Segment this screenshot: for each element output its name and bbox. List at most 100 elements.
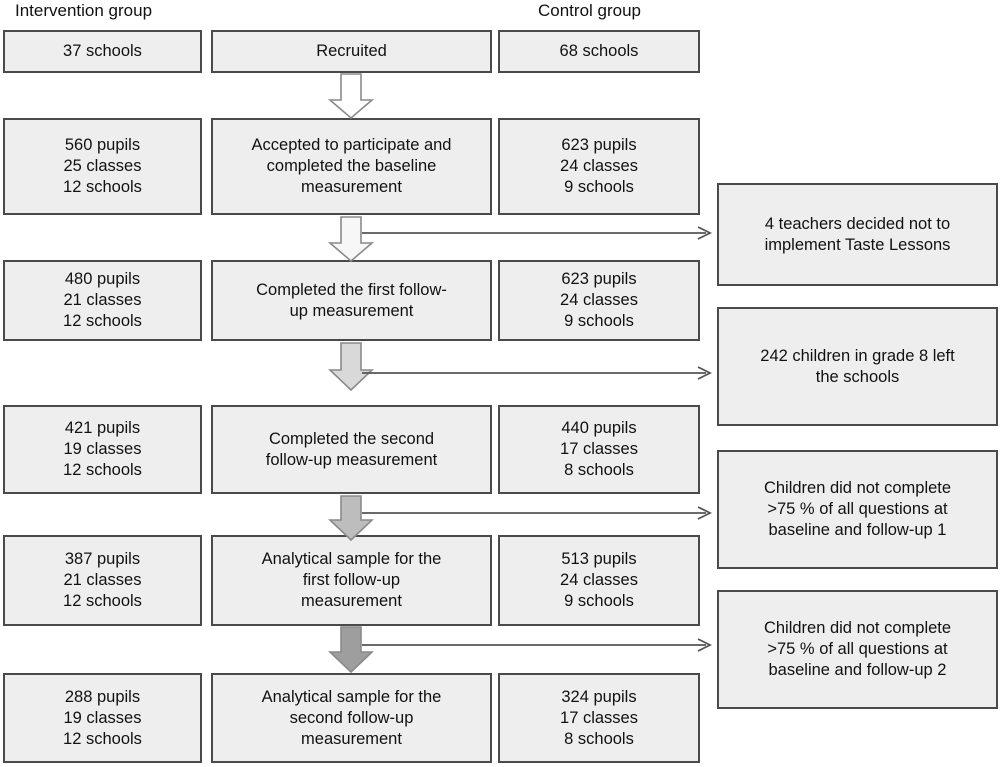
text-line: 4 teachers decided not to: [764, 214, 951, 233]
text-line: 12 schools: [63, 178, 142, 196]
text-line: 24 classes: [560, 157, 638, 175]
down-arrow-icon-4: [328, 495, 374, 542]
text-line: baseline and follow-up 1: [768, 521, 947, 539]
note-box-exclusion-3: Children did not complete >75 % of all qu…: [717, 450, 998, 569]
text-line: measurement: [301, 178, 402, 196]
note-text: Children did not complete >75 % of all qu…: [764, 618, 951, 681]
text-line: >75 % of all questions at: [767, 640, 948, 658]
down-arrow-icon-5: [328, 626, 374, 674]
text-line: 17 classes: [560, 440, 638, 458]
column-header-intervention: Intervention group: [15, 1, 153, 20]
text-line: 440 pupils: [561, 419, 637, 437]
text-line: Children did not complete: [763, 619, 952, 637]
node-text: 68 schools: [560, 41, 639, 62]
text-line: 242 children in grade 8 left: [760, 346, 955, 365]
text-line: Analytical sample for the: [261, 550, 442, 568]
text-line: measurement: [301, 592, 402, 610]
text-line: follow-up measurement: [265, 450, 438, 469]
text-line: Children did not complete: [763, 479, 952, 497]
node-control-row4: 440 pupils 17 classes 8 schools: [498, 405, 700, 494]
text-line: measurement: [301, 729, 402, 748]
down-arrow-icon-2: [327, 216, 375, 263]
down-arrow-icon-1: [327, 73, 375, 120]
note-text: 4 teachers decided not to implement Taste…: [765, 214, 951, 256]
node-intervention-row3: 480 pupils 21 classes 12 schools: [3, 260, 202, 341]
node-text: Completed the second follow-up measuremen…: [266, 429, 438, 471]
node-intervention-row1: 37 schools: [3, 30, 202, 73]
text-line: 17 classes: [560, 708, 638, 727]
connector-arrow-to-note-4: [362, 638, 713, 652]
text-line: Completed the second: [268, 429, 435, 448]
node-text: 560 pupils 25 classes 12 schools: [63, 135, 142, 198]
text-line: the schools: [815, 367, 900, 386]
text-line: 12 schools: [63, 312, 142, 330]
text-line: 480 pupils: [64, 270, 141, 288]
node-text: Recruited: [316, 41, 387, 62]
node-text: 623 pupils 24 classes 9 schools: [560, 269, 638, 332]
down-arrow-icon-3: [328, 342, 374, 392]
note-box-exclusion-1: 4 teachers decided not to implement Taste…: [717, 183, 998, 286]
node-control-row2: 623 pupils 24 classes 9 schools: [498, 118, 700, 215]
text-line: up measurement: [289, 301, 414, 320]
node-text: 623 pupils 24 classes 9 schools: [560, 135, 638, 198]
text-line: 24 classes: [560, 291, 638, 309]
text-line: 12 schools: [63, 592, 142, 610]
text-line: 19 classes: [63, 708, 142, 727]
text-line: 68 schools: [559, 42, 639, 60]
note-box-exclusion-4: Children did not complete >75 % of all qu…: [717, 590, 998, 709]
text-line: Completed the first follow-: [256, 280, 447, 299]
text-line: 513 pupils: [561, 550, 637, 568]
text-line: 9 schools: [564, 312, 634, 330]
node-control-row1: 68 schools: [498, 30, 700, 73]
text-line: 24 classes: [560, 571, 638, 589]
connector-arrow-to-note-3: [362, 506, 713, 520]
note-text: 242 children in grade 8 left the schools: [760, 346, 954, 388]
text-line: 12 schools: [63, 461, 142, 479]
node-intervention-row5: 387 pupils 21 classes 12 schools: [3, 535, 202, 626]
text-line: Analytical sample for the: [261, 687, 442, 706]
node-text: 37 schools: [63, 41, 142, 62]
text-line: >75 % of all questions at: [767, 500, 948, 518]
column-header-control: Control group: [538, 1, 642, 20]
text-line: 623 pupils: [561, 270, 637, 288]
text-line: 9 schools: [564, 178, 634, 196]
node-stage-row3: Completed the first follow-up measuremen…: [211, 260, 492, 341]
node-text: 387 pupils 21 classes 12 schools: [63, 549, 142, 612]
text-line: Recruited: [316, 42, 387, 60]
text-line: 8 schools: [564, 461, 634, 479]
text-line: 623 pupils: [561, 136, 637, 154]
text-line: 288 pupils: [64, 687, 141, 706]
text-line: 19 classes: [63, 440, 142, 458]
node-stage-row4: Completed the second follow-up measuremen…: [211, 405, 492, 494]
text-line: Accepted to participate and: [251, 136, 452, 154]
node-stage-row1: Recruited: [211, 30, 492, 73]
text-line: 21 classes: [63, 291, 142, 309]
text-line: implement Taste Lessons: [764, 235, 951, 254]
node-text: Completed the first follow-up measuremen…: [256, 280, 447, 322]
text-line: 387 pupils: [64, 550, 141, 568]
text-line: baseline and follow-up 2: [768, 661, 947, 679]
connector-arrow-to-note-1: [362, 226, 713, 240]
text-line: 37 schools: [63, 42, 142, 60]
text-line: 560 pupils: [64, 136, 141, 154]
text-line: 21 classes: [63, 571, 142, 589]
text-line: 9 schools: [564, 592, 634, 610]
node-text: 480 pupils 21 classes 12 schools: [63, 269, 142, 332]
node-intervention-row2: 560 pupils 25 classes 12 schools: [3, 118, 202, 215]
connector-arrow-to-note-2: [362, 366, 713, 380]
node-text: 421 pupils 19 classes 12 schools: [63, 418, 142, 481]
text-line: 421 pupils: [64, 419, 141, 437]
text-line: 25 classes: [63, 157, 142, 175]
text-line: 8 schools: [564, 729, 634, 748]
node-control-row3: 623 pupils 24 classes 9 schools: [498, 260, 700, 341]
